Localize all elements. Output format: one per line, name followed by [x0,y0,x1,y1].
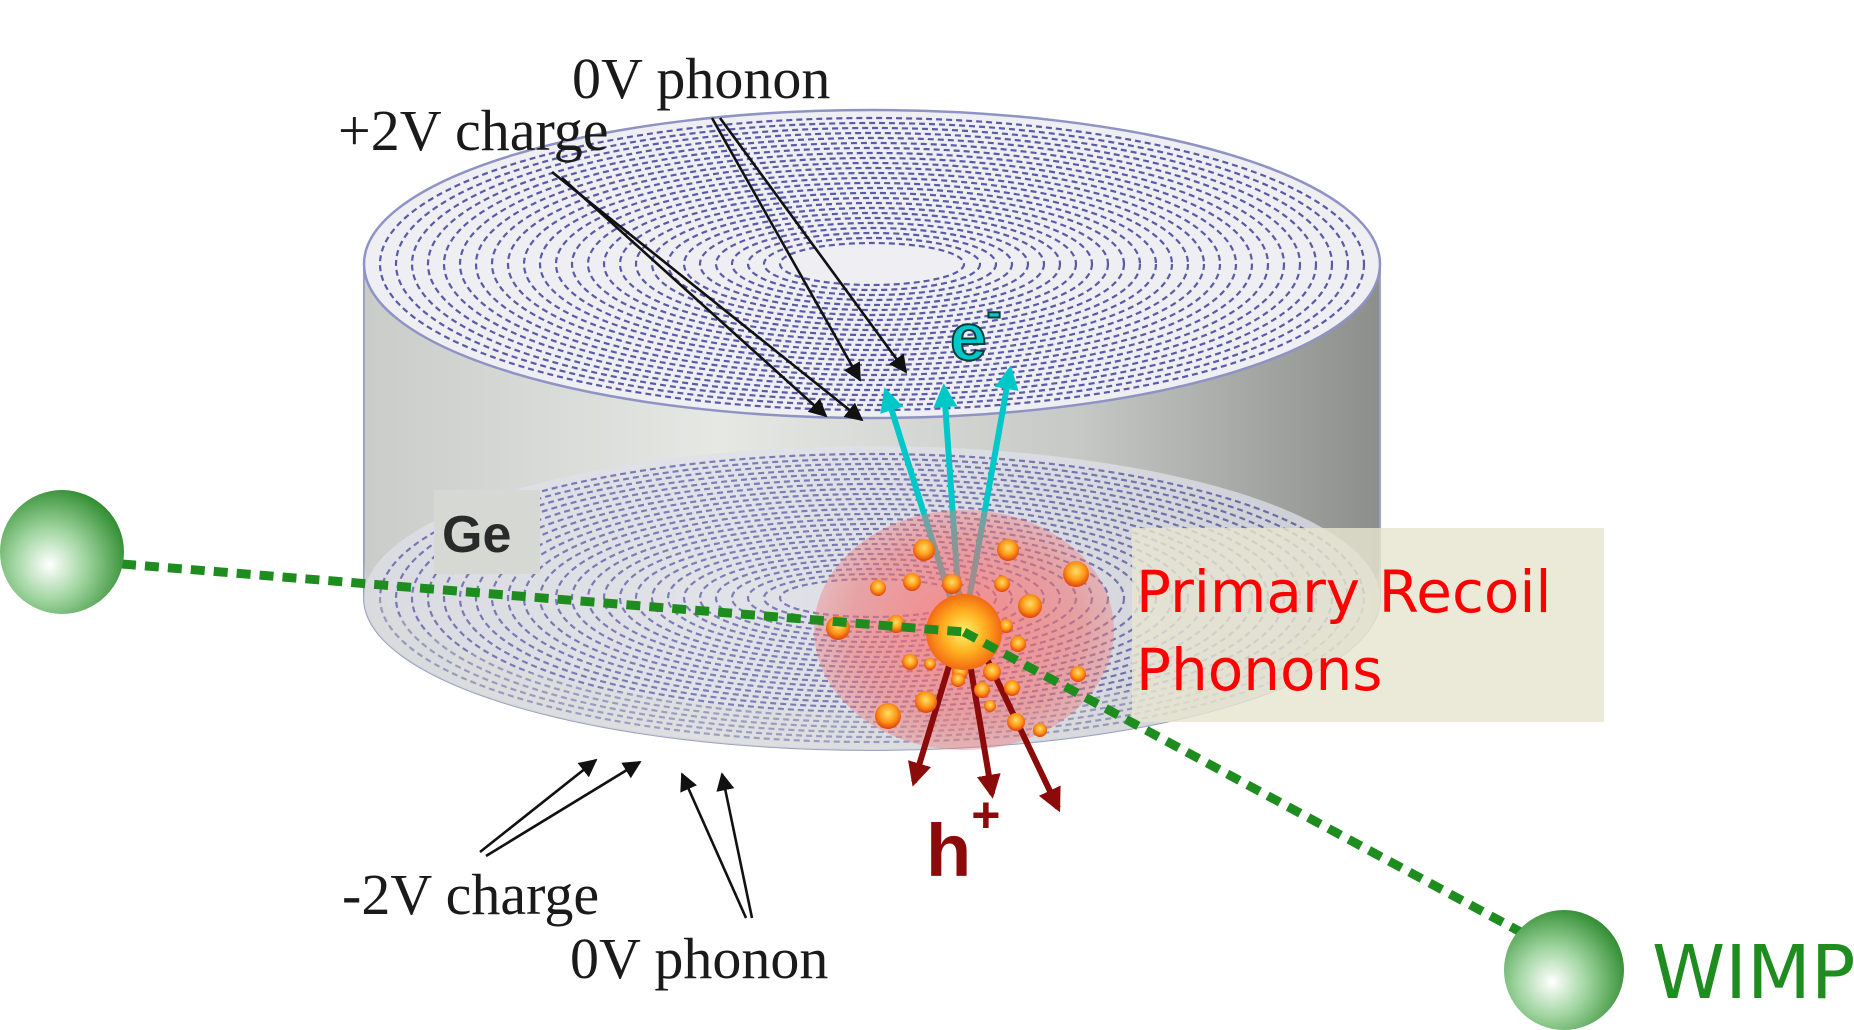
phonon-particle [994,576,1010,592]
sensor-line [714,221,1030,307]
phonon-particle [984,700,996,712]
bottom-annotation-arrows [479,758,754,919]
phonon-particle [915,691,937,713]
sensor-line [570,176,1174,352]
phonon-particle [1018,594,1042,618]
top-annotation-arrows [551,117,908,422]
sensor-line [730,226,1014,302]
sensor-line [586,181,1158,347]
sensor-line [554,171,1190,357]
recoil-label-box [1132,528,1604,722]
sensor-line [458,141,1286,387]
phonon-particle [902,654,918,670]
phonon-particle [913,539,935,561]
sensor-line [682,211,1062,317]
sensor-line [522,161,1222,367]
incoming-wimp-sphere [0,490,124,614]
wimp-track [121,559,1531,940]
sensor-line [394,121,1350,407]
top-charge-label: +2V charge [338,98,609,163]
phonon-particle [974,682,990,698]
sensor-line [506,156,1238,372]
phonon-particle [983,663,1001,681]
electron-label-base: e [950,300,987,374]
recoil-label-line2: Phonons [1136,636,1382,704]
top-phonon-label: 0V phonon [572,46,830,111]
electron-label: e- [950,287,1001,374]
recoil-label-line1: Primary Recoil [1136,558,1552,626]
sensor-line [538,166,1206,362]
ge-label: Ge [442,506,511,564]
sensor-line [762,236,982,292]
sensor-line [442,136,1302,392]
phonon-particles [826,539,1089,737]
bottom-charge-label: -2V charge [342,862,599,927]
bottom-phonon-label: 0V phonon [570,926,828,991]
wimp-label: WIMP [1652,930,1854,1016]
sensor-line [410,126,1334,402]
phonon-particle [1033,723,1047,737]
ge-label-box [434,490,540,574]
top-sensor-face [364,110,1380,418]
electron-label-sup: - [987,287,1002,336]
sensor-line [746,231,998,297]
phonon-particle [1070,666,1086,682]
sensor-line [778,241,966,287]
phonon-particle [870,580,886,596]
phonon-particle [875,703,901,729]
hole-label-base: h [926,809,971,892]
phonon-particle [951,673,965,687]
hole-label: h+ [926,787,1000,892]
phonon-particle [1004,680,1020,696]
sensor-line [426,131,1318,397]
phonon-particle [942,574,962,594]
sensor-line [618,191,1126,337]
phonon-particle [1063,561,1089,587]
detector-front-band [364,560,1380,750]
top-face-rim [362,108,1382,420]
sensor-line [490,151,1254,377]
phonon-particle [1007,713,1025,731]
sensor-line [474,146,1270,382]
sensor-line [698,216,1046,312]
sensor-line [378,116,1366,412]
phonon-particle [1010,636,1026,652]
sensor-line [650,201,1094,327]
sensor-line [602,186,1142,342]
phonon-particle [999,619,1013,633]
sensor-line [634,196,1110,332]
outgoing-wimp-sphere [1504,910,1624,1030]
phonon-particle [924,658,936,670]
phonon-particle [997,539,1019,561]
hole-label-sup: + [971,787,1000,843]
phonon-particle [903,573,921,591]
